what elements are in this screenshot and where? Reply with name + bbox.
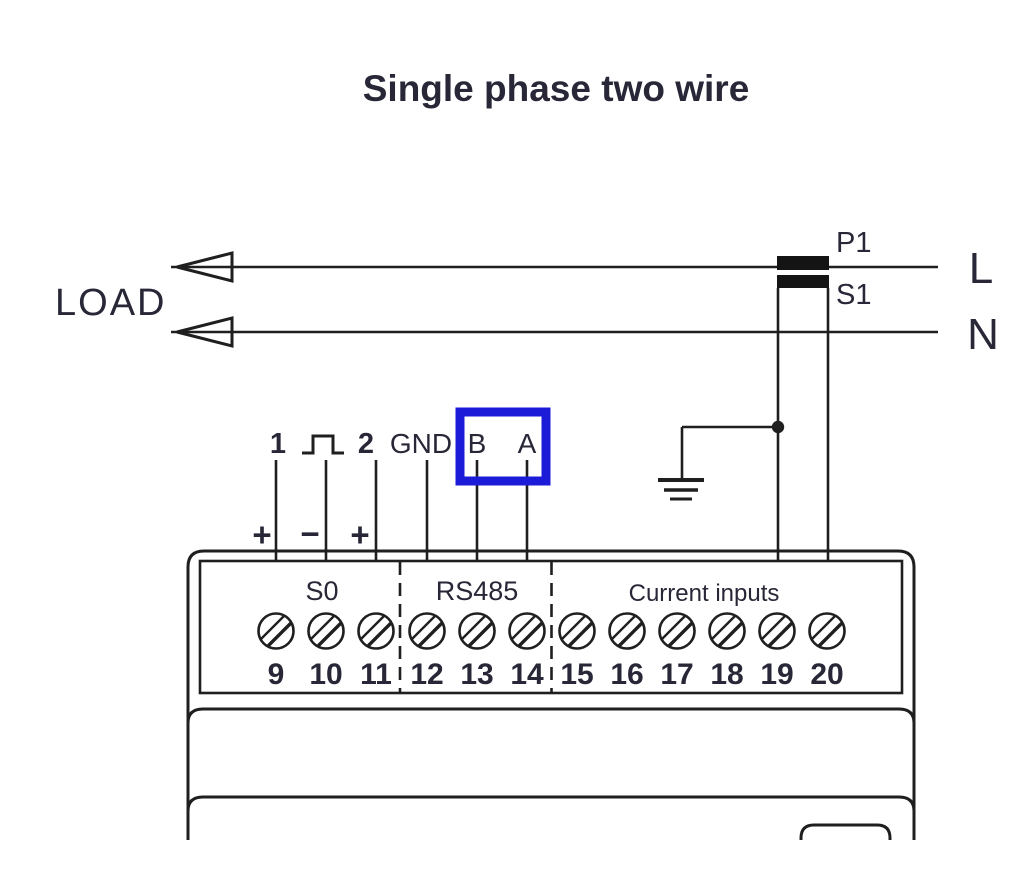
terminal-number: 13 (460, 658, 493, 691)
screw-terminal-icon (257, 612, 295, 650)
load-arrow-top-icon (176, 251, 234, 283)
screw-terminal-icon (307, 612, 345, 650)
rs485-ab-highlight-box (455, 407, 551, 486)
meter-housing-outline (186, 549, 916, 840)
pulse-waveform-icon (302, 434, 344, 455)
minus-terminal-10-label: − (300, 515, 319, 552)
meter-button (799, 823, 892, 840)
gnd-label: GND (390, 428, 452, 459)
meter-body-section-divider (186, 707, 916, 724)
screw-terminal-icon (808, 612, 846, 650)
line-l-label: L (969, 244, 993, 293)
terminal-number: 14 (510, 658, 544, 691)
terminal-number: 20 (810, 658, 843, 691)
ct-s1-label: S1 (836, 279, 871, 311)
terminal-number: 19 (760, 658, 793, 691)
plus-terminal-11-label: + (350, 516, 369, 553)
terminal-number: 17 (660, 658, 693, 691)
screw-terminal-icon (458, 612, 496, 650)
terminal-number: 15 (560, 658, 593, 691)
current-transformer-icon (777, 256, 829, 288)
terminal-strip (198, 559, 904, 695)
terminal-number: 11 (360, 658, 392, 691)
screw-terminal-icon (758, 612, 796, 650)
screw-terminal-icon (608, 612, 646, 650)
diagram-title: Single phase two wire (363, 68, 750, 109)
terminal-number: 10 (309, 658, 342, 691)
screw-terminal-icon (508, 612, 546, 650)
terminal-number: 16 (610, 658, 643, 691)
rs485-a-label: A (518, 428, 537, 459)
s0-section-label: S0 (305, 576, 338, 606)
ct-p1-label: P1 (836, 227, 871, 259)
terminal-number-row: 9 10 11 12 13 14 15 16 17 18 19 20 (268, 658, 844, 691)
screw-terminal-icon (658, 612, 696, 650)
pulse-output-2-label: 2 (358, 428, 374, 460)
rs485-b-label: B (468, 428, 487, 459)
line-n-label: N (967, 310, 999, 359)
screw-terminal-icon (357, 612, 395, 650)
plus-terminal-9-label: + (252, 516, 271, 553)
meter-lower-section-divider (186, 795, 916, 812)
current-inputs-section-label: Current inputs (629, 580, 780, 607)
terminal-number: 9 (268, 658, 285, 691)
earth-ground-icon (658, 478, 704, 501)
screw-terminal-row (257, 612, 846, 650)
load-label: LOAD (55, 282, 166, 324)
pulse-output-1-label: 1 (270, 428, 286, 460)
terminal-number: 12 (410, 658, 443, 691)
rs485-section-label: RS485 (436, 576, 519, 606)
screw-terminal-icon (408, 612, 446, 650)
screw-terminal-icon (558, 612, 596, 650)
terminal-number: 18 (710, 658, 743, 691)
screw-terminal-icon (708, 612, 746, 650)
load-arrow-bottom-icon (176, 316, 234, 348)
